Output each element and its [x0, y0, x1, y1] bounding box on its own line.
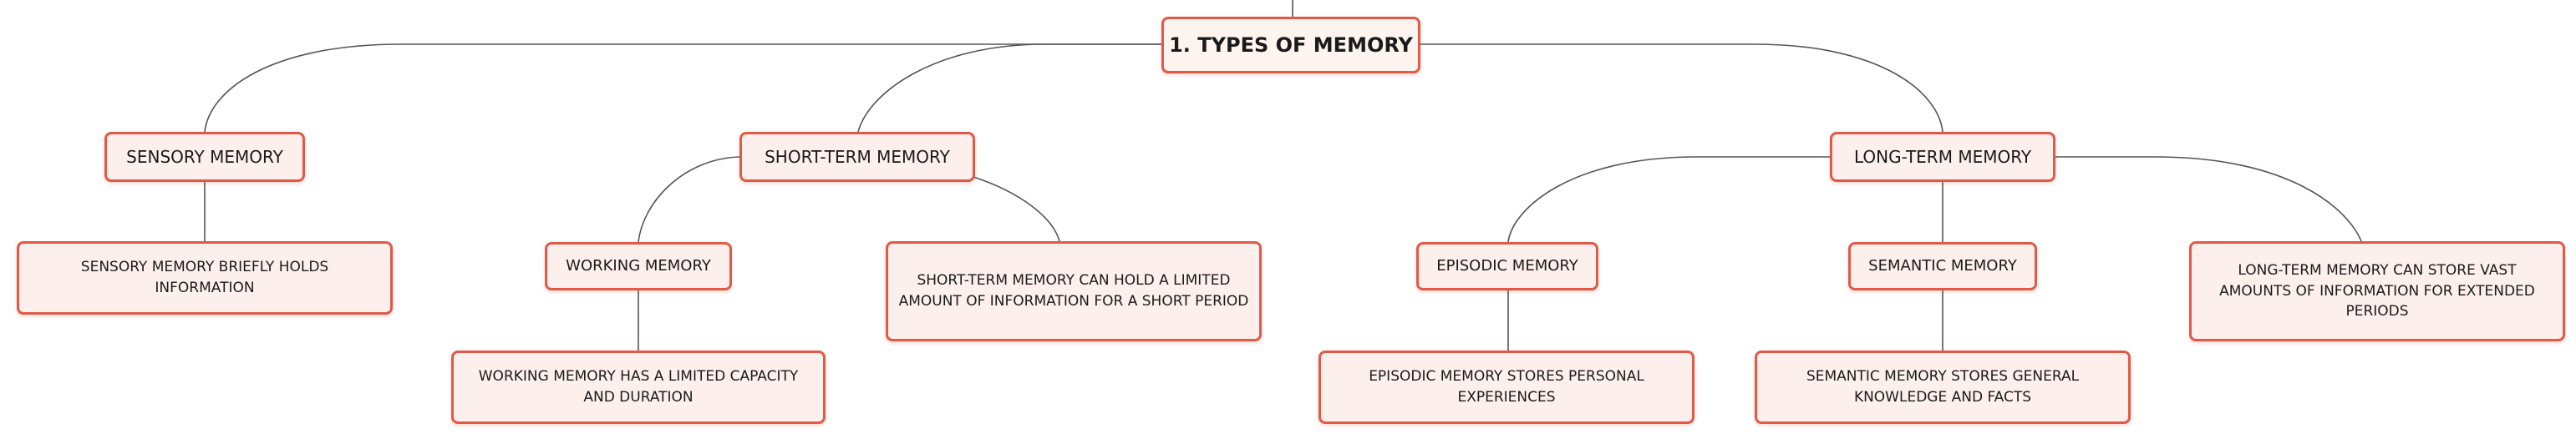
topic-semantic-memory[interactable]: SEMANTIC MEMORY [1848, 242, 2037, 290]
topic-working-memory[interactable]: WORKING MEMORY [545, 242, 732, 290]
root-topic[interactable]: 1. TYPES OF MEMORY [1161, 17, 1420, 73]
connector-long-term-note [2055, 156, 2362, 242]
connector-root-sensory [204, 43, 1161, 133]
note-semantic-memory[interactable]: SEMANTIC MEMORY STORES GENERAL KNOWLEDGE… [1755, 351, 2131, 424]
topic-short-term-memory[interactable]: SHORT-TERM MEMORY [739, 132, 975, 182]
topic-episodic-memory[interactable]: EPISODIC MEMORY [1416, 242, 1598, 290]
connector-short-term-working [638, 156, 740, 243]
connector-short-term-note [973, 176, 1060, 242]
note-episodic-memory[interactable]: EPISODIC MEMORY STORES PERSONAL EXPERIEN… [1318, 351, 1694, 424]
note-sensory-memory[interactable]: SENSORY MEMORY BRIEFLY HOLDS INFORMATION [17, 241, 393, 315]
connector-root-short-term [857, 43, 1161, 133]
note-long-term-memory[interactable]: LONG-TERM MEMORY CAN STORE VAST AMOUNTS … [2189, 241, 2565, 341]
note-short-term-memory[interactable]: SHORT-TERM MEMORY CAN HOLD A LIMITED AMO… [886, 241, 1262, 341]
note-working-memory[interactable]: WORKING MEMORY HAS A LIMITED CAPACITY AN… [451, 351, 826, 424]
topic-long-term-memory[interactable]: LONG-TERM MEMORY [1830, 132, 2055, 182]
connector-root-long-term [1420, 43, 1943, 133]
topic-sensory-memory[interactable]: SENSORY MEMORY [104, 132, 305, 182]
connector-long-term-episodic [1507, 156, 1830, 243]
